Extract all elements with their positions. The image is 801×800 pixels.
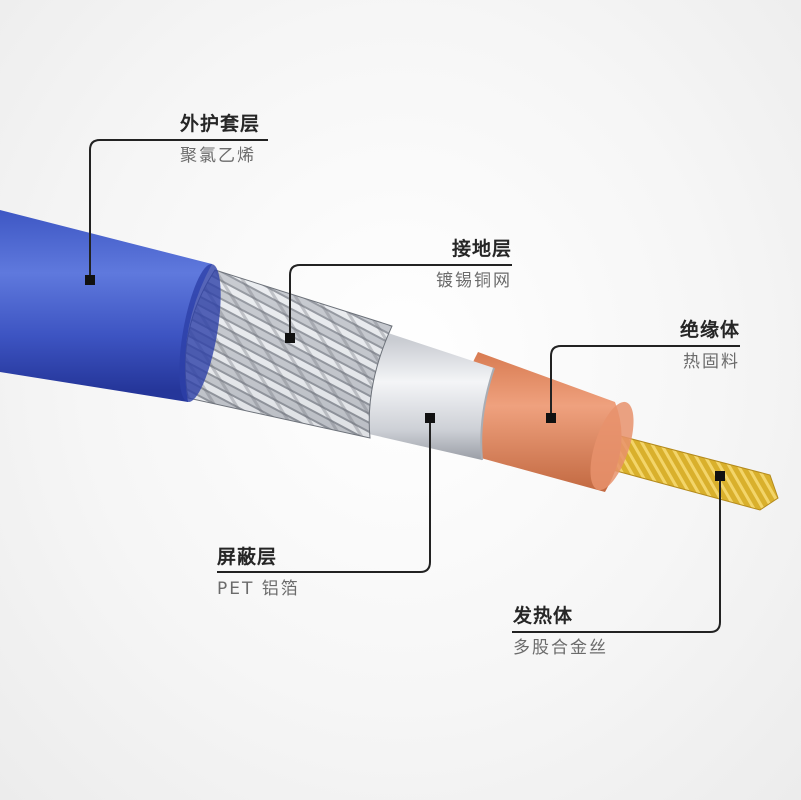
outer-jacket-layer — [0, 210, 221, 402]
label-shield: 屏蔽层 PET 铝箔 — [217, 545, 300, 601]
insulation-layer — [462, 352, 634, 492]
label-shield-title: 屏蔽层 — [217, 546, 278, 568]
marker-ground — [285, 333, 295, 343]
braid-ground-layer — [184, 269, 393, 439]
label-ground-material: 镀锡铜网 — [436, 271, 512, 291]
leader-line-insulation — [550, 345, 740, 418]
marker-shield — [425, 413, 435, 423]
label-ground: 接地层 镀锡铜网 — [412, 237, 512, 293]
marker-jacket — [85, 275, 95, 285]
leader-line-jacket — [89, 139, 268, 280]
label-heater-material: 多股合金丝 — [513, 638, 608, 658]
leader-line-heater — [512, 476, 721, 633]
label-jacket-title: 外护套层 — [180, 113, 261, 135]
leader-lines — [89, 139, 740, 633]
label-insulation-title: 绝缘体 — [679, 319, 740, 341]
label-shield-material: PET 铝箔 — [217, 579, 300, 599]
leader-line-shield — [217, 418, 431, 573]
label-jacket: 外护套层 聚氯乙烯 — [180, 112, 260, 168]
marker-heater — [715, 471, 725, 481]
label-heater-title: 发热体 — [513, 605, 574, 627]
marker-insulation — [546, 413, 556, 423]
leader-line-ground — [289, 264, 512, 338]
label-jacket-material: 聚氯乙烯 — [180, 146, 256, 166]
marker-dots — [85, 275, 725, 481]
label-ground-title: 接地层 — [451, 238, 512, 260]
label-insulation: 绝缘体 热固料 — [640, 318, 740, 374]
foil-shield-layer — [357, 332, 495, 461]
label-heater: 发热体 多股合金丝 — [513, 604, 608, 660]
label-insulation-material: 热固料 — [683, 352, 740, 372]
